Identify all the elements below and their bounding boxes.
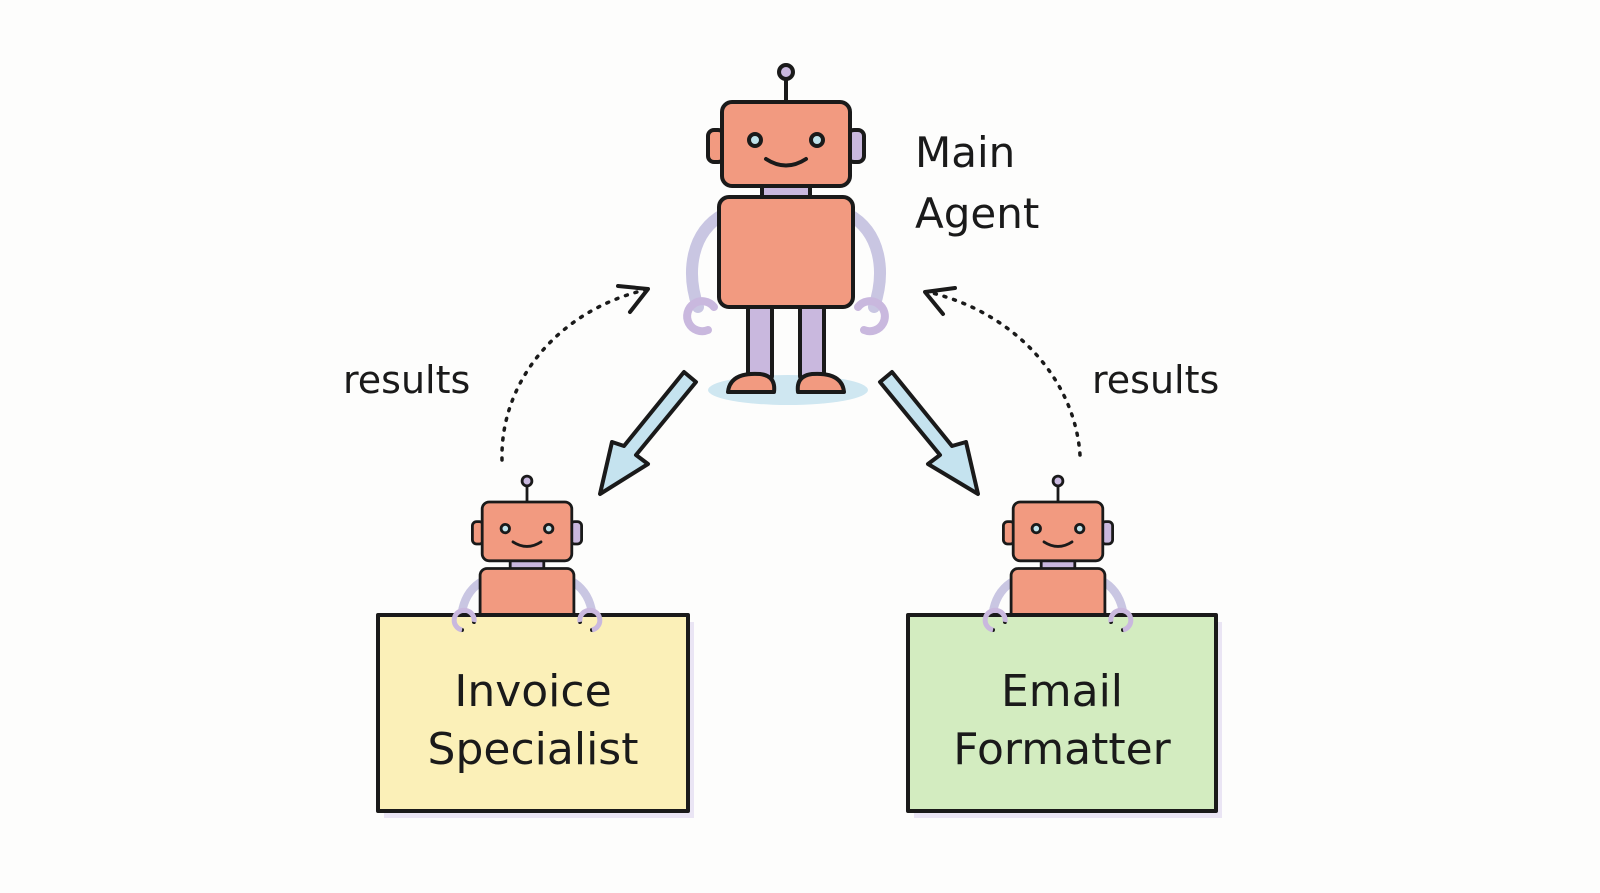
sign-line2: Formatter [953,724,1171,775]
delegate-arrow-left [598,370,698,496]
results-label-left: results [343,358,470,402]
results-arrow-right [926,290,1082,457]
sign-board [376,613,690,813]
arrowhead-right [923,286,957,316]
sub-agent-email-formatter: Email Formatter [906,476,1222,818]
sign-line1: Email [1001,666,1123,717]
main-agent-robot [687,65,885,392]
sign-board [906,613,1218,813]
results-label-right: results [1092,358,1219,402]
sign-line2: Specialist [428,724,639,775]
results-arrow-left [500,288,647,462]
delegate-arrow-right [878,370,980,496]
sign-line1: Invoice [454,666,611,717]
arrowhead-left [616,284,650,314]
main-agent-label-line2: Agent [915,189,1039,238]
sub-agent-invoice-specialist: Invoice Specialist [376,476,694,818]
main-agent-label-line1: Main [915,128,1015,177]
